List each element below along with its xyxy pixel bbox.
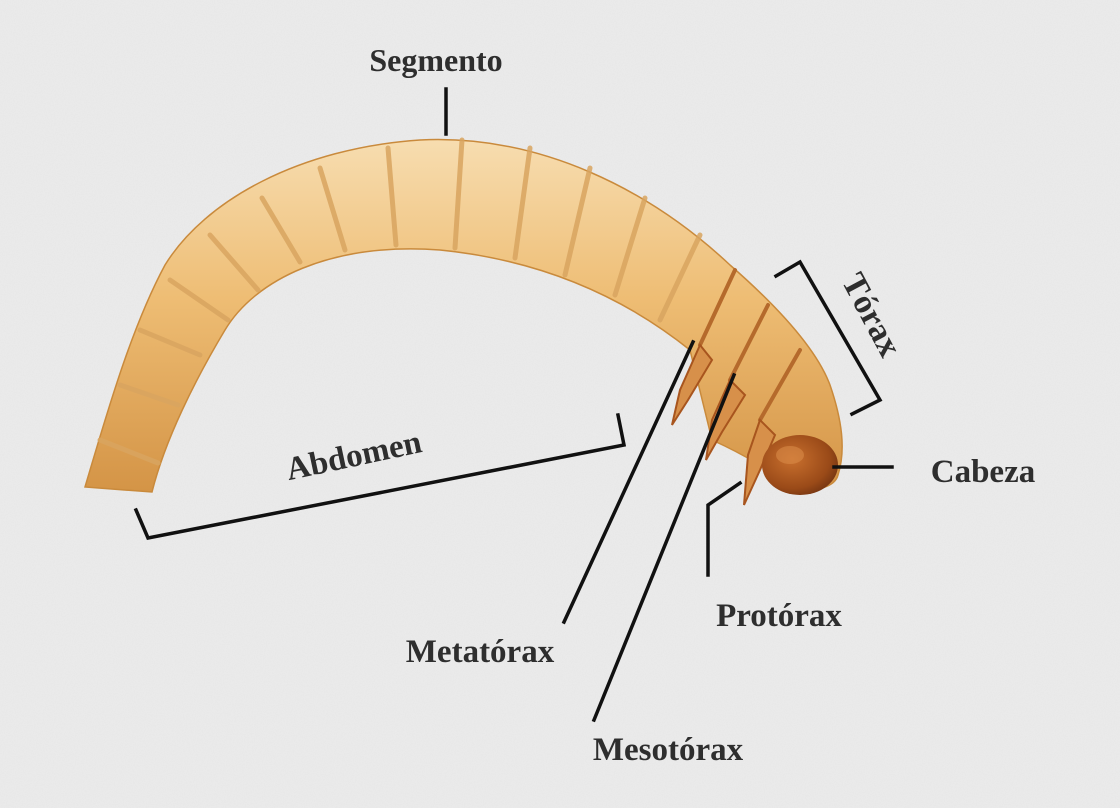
label-mesotorax: Mesotórax [593,732,744,768]
label-cabeza: Cabeza [931,454,1035,490]
head-highlight [776,446,804,464]
label-protorax: Protórax [716,598,842,634]
label-metatorax: Metatórax [406,634,555,670]
label-segmento: Segmento [369,42,502,78]
larva-head [762,435,838,495]
